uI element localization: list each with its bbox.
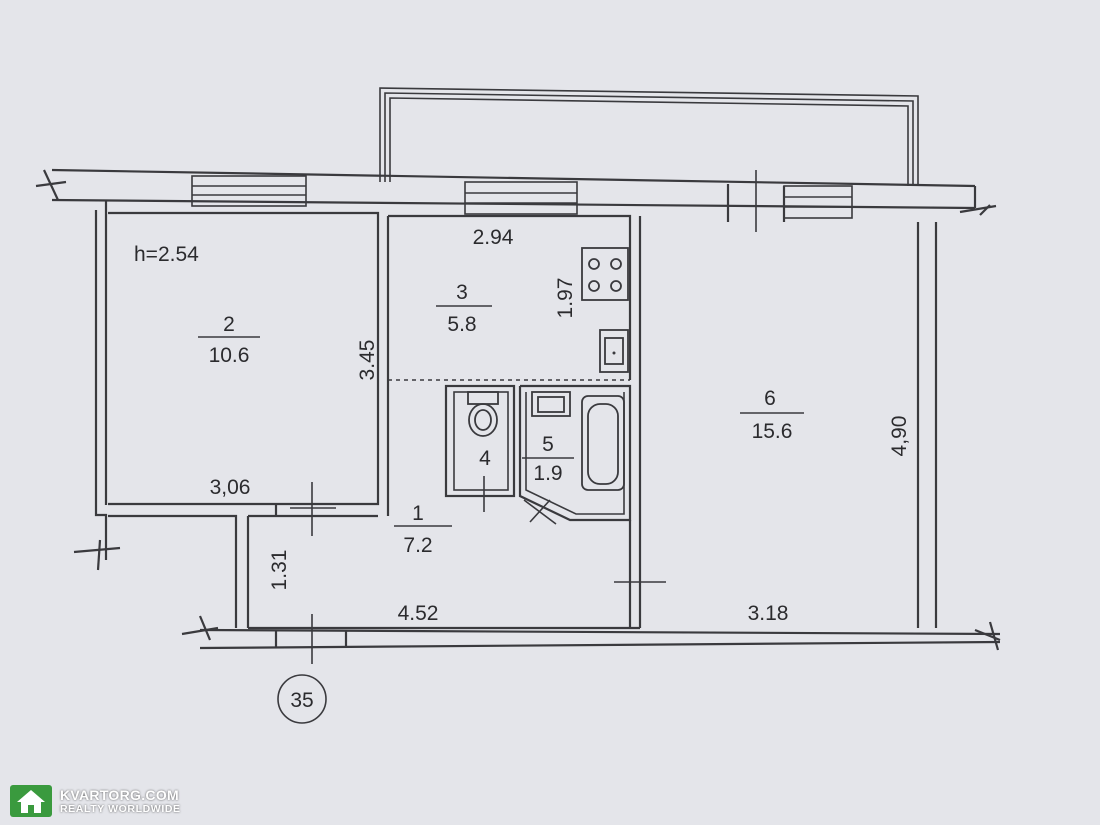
door-room-5 [523, 499, 557, 525]
toilet-room-outline [444, 384, 516, 498]
kitchen-sink-icon [599, 329, 629, 373]
entrance-door [274, 614, 348, 664]
dim-room6-depth: 4,90 [888, 416, 911, 457]
window-room-3 [464, 181, 578, 215]
exterior-wall-south [181, 615, 1001, 651]
bathtub-icon [581, 395, 625, 491]
dim-corridor-width: 4.52 [398, 602, 439, 625]
room-1-area: 7.2 [403, 534, 432, 557]
dim-room2-width: 3,06 [210, 476, 251, 499]
ceiling-height-label: h=2.54 [134, 243, 199, 266]
watermark-tagline: REALTY WORLDWIDE [60, 802, 181, 815]
room-5-area: 1.9 [533, 462, 562, 485]
watermark: KVARTORG.COM REALTY WORLDWIDE [8, 782, 181, 820]
room-2-number: 2 [223, 313, 235, 336]
stove-icon [581, 247, 629, 301]
dim-room3-depth: 1.97 [554, 278, 577, 319]
house-icon [10, 785, 52, 817]
room-3-outline [388, 214, 642, 628]
room-6-number: 6 [764, 387, 776, 410]
room-1-number: 1 [412, 502, 424, 525]
door-room-2 [274, 482, 336, 536]
apartment-number: 35 [290, 689, 313, 712]
balcony [379, 87, 919, 186]
room-1-outline [248, 520, 640, 630]
exterior-wall-east [916, 222, 938, 628]
dim-room3-width: 2.94 [473, 226, 514, 249]
room-4-number: 4 [479, 447, 491, 470]
washbasin-icon [531, 391, 571, 417]
dim-corridor-depth: 1.31 [268, 550, 291, 591]
window-room-2 [191, 175, 307, 207]
dim-room2-depth: 3.45 [356, 340, 379, 381]
exterior-wall-west [73, 200, 121, 571]
balcony-door [726, 170, 786, 232]
room-6-area: 15.6 [752, 420, 793, 443]
room-5-number: 5 [542, 433, 554, 456]
apartment-number-badge: 35 [277, 674, 327, 724]
toilet-icon [467, 391, 499, 437]
watermark-brand: KVARTORG.COM [60, 786, 179, 803]
dim-room6-width: 3.18 [748, 602, 789, 625]
door-room-6 [614, 560, 666, 606]
room-3-number: 3 [456, 281, 468, 304]
room-3-area: 5.8 [447, 313, 476, 336]
room-2-outline [108, 211, 390, 628]
room-2-area: 10.6 [209, 344, 250, 367]
window-room-6 [783, 185, 853, 219]
